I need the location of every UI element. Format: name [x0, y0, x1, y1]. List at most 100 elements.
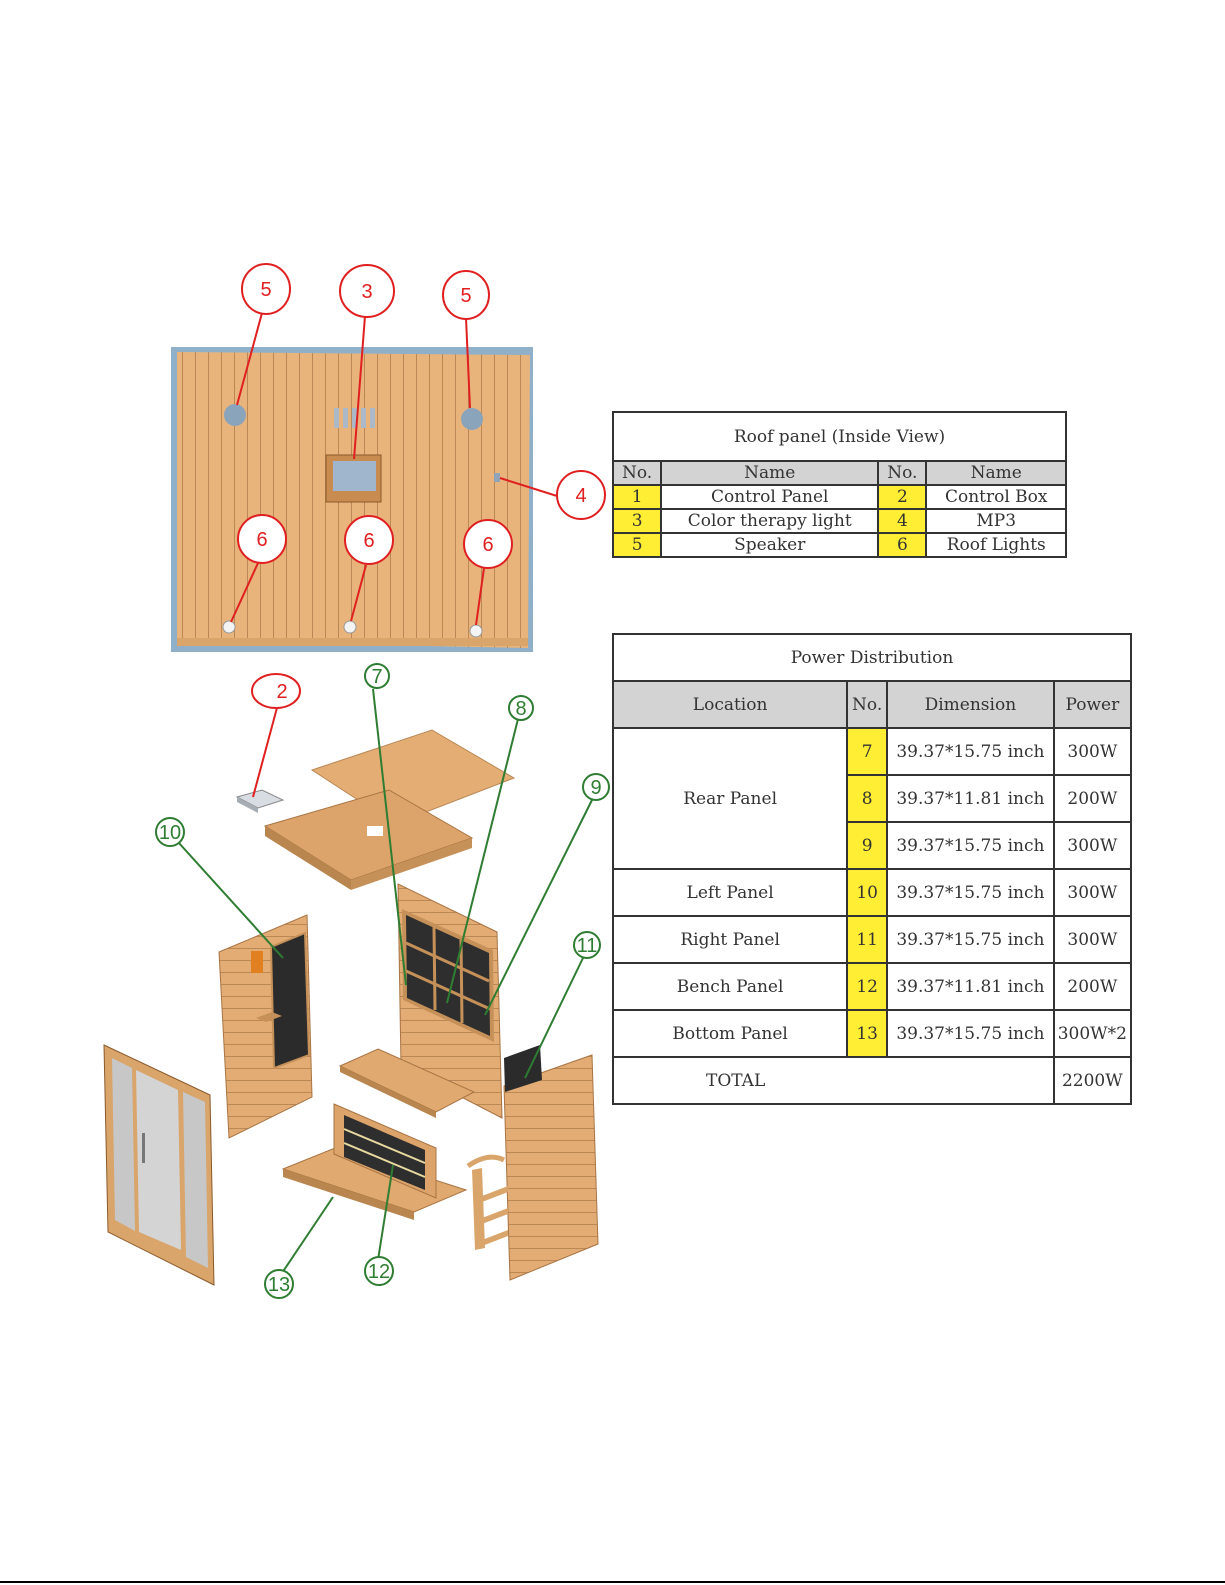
green-leader-lines [168, 688, 593, 1274]
red-leader-lines [230, 312, 558, 798]
exploded-view-image [103, 729, 599, 1286]
panel-power: 300W [1052, 821, 1133, 870]
item-name: MP3 [925, 508, 1067, 534]
callout-5-right: 5 [442, 270, 490, 320]
table-row: 1 Control Panel 2 Control Box [611, 484, 1067, 510]
panel-power: 300W [1052, 915, 1133, 964]
power-distribution-table: Power Distribution Location No. Dimensio… [611, 633, 1133, 1105]
control-box-icon [235, 789, 285, 813]
roof-panel-table: Roof panel (Inside View) No. Name No. Na… [611, 411, 1067, 558]
svg-text:6: 6 [256, 529, 267, 551]
panel-dimension: 39.37*11.81 inch [886, 774, 1055, 823]
door-image [103, 1044, 215, 1286]
callout-8: 8 [508, 695, 534, 721]
callout-3: 3 [339, 264, 395, 318]
table-row: Bench Panel 12 39.37*11.81 inch 200W [611, 962, 1133, 1011]
svg-text:6: 6 [363, 530, 374, 552]
panel-dimension: 39.37*15.75 inch [886, 868, 1055, 917]
svg-text:10: 10 [159, 822, 181, 844]
table-row: 5 Speaker 6 Roof Lights [611, 532, 1067, 558]
panel-dimension: 39.37*15.75 inch [886, 915, 1055, 964]
roof-table-title: Roof panel (Inside View) [612, 411, 1067, 462]
svg-text:7: 7 [371, 666, 382, 688]
roof-light-icon [222, 620, 236, 634]
header-name: Name [925, 460, 1067, 486]
header-name: Name [660, 460, 880, 486]
svg-text:3: 3 [361, 281, 372, 303]
roof-light-icon [343, 620, 357, 634]
panel-number: 7 [846, 727, 889, 776]
table-row: 3 Color therapy light 4 MP3 [611, 508, 1067, 534]
callout-12: 12 [364, 1256, 394, 1286]
svg-text:5: 5 [260, 279, 271, 301]
table-row: 8 39.37*11.81 inch 200W [613, 774, 1133, 823]
callout-10: 10 [155, 817, 185, 847]
roof-panel-image [171, 347, 533, 652]
item-number: 4 [877, 508, 928, 534]
speaker-right-icon [461, 408, 483, 430]
total-row: TOTAL 2200W [612, 1056, 1133, 1105]
header-no: No. [611, 460, 663, 486]
power-table-title: Power Distribution [612, 633, 1132, 682]
panel-number: 9 [846, 821, 889, 870]
svg-text:8: 8 [515, 698, 526, 720]
panel-location: Right Panel [611, 915, 849, 964]
callout-6-right: 6 [463, 519, 513, 569]
item-number: 2 [877, 484, 928, 510]
item-number: 1 [611, 484, 663, 510]
panel-power: 200W [1052, 774, 1133, 823]
control-panel-icon [251, 951, 263, 973]
item-number: 5 [611, 532, 663, 558]
callout-2: 2 [251, 673, 301, 709]
item-name: Control Box [925, 484, 1067, 510]
panel-location: Bench Panel [611, 962, 849, 1011]
item-name: Speaker [660, 532, 880, 558]
item-name: Control Panel [660, 484, 880, 510]
panel-location: Left Panel [611, 868, 849, 917]
panel-power: 300W*2 [1052, 1009, 1133, 1058]
callout-9: 9 [582, 773, 610, 801]
panel-location: Bottom Panel [611, 1009, 849, 1058]
item-name: Roof Lights [925, 532, 1067, 558]
panel-dimension: 39.37*11.81 inch [886, 962, 1055, 1011]
panel-power: 300W [1052, 868, 1133, 917]
callout-5-left: 5 [241, 263, 291, 315]
table-row: Rear Panel 7 39.37*15.75 inch 300W [611, 727, 1133, 870]
color-therapy-light-icon [333, 461, 376, 491]
panel-power: 300W [1052, 727, 1133, 776]
panel-number: 10 [846, 868, 889, 917]
header-location: Location [611, 680, 849, 729]
panel-number: 12 [846, 962, 889, 1011]
location-rear-panel: Rear Panel [611, 727, 849, 870]
panel-number: 8 [846, 774, 889, 823]
panel-dimension: 39.37*15.75 inch [886, 727, 1055, 776]
speaker-left-icon [224, 404, 246, 426]
table-row: Left Panel 10 39.37*15.75 inch 300W [611, 868, 1133, 917]
svg-text:9: 9 [590, 777, 601, 799]
panel-number: 11 [846, 915, 889, 964]
table-row: Right Panel 11 39.37*15.75 inch 300W [611, 915, 1133, 964]
item-number: 6 [877, 532, 928, 558]
header-no: No. [877, 460, 928, 486]
header-no: No. [846, 680, 889, 729]
callout-11: 11 [573, 931, 601, 959]
callout-6-center: 6 [344, 515, 394, 565]
item-name: Color therapy light [660, 508, 880, 534]
vent-icon [334, 408, 375, 428]
svg-text:12: 12 [368, 1261, 390, 1283]
header-power: Power [1052, 680, 1133, 729]
callout-7: 7 [364, 663, 390, 689]
roof-light-icon [469, 624, 483, 638]
item-number: 3 [611, 508, 663, 534]
svg-text:6: 6 [482, 534, 493, 556]
table-row: Bottom Panel 13 39.37*15.75 inch 300W*2 [611, 1009, 1133, 1058]
panel-dimension: 39.37*15.75 inch [886, 821, 1055, 870]
panel-number: 13 [846, 1009, 889, 1058]
callout-13: 13 [264, 1269, 294, 1299]
svg-text:13: 13 [268, 1274, 290, 1296]
svg-text:5: 5 [460, 285, 471, 307]
mp3-icon [494, 473, 500, 482]
table-row: 9 39.37*15.75 inch 300W [613, 821, 1133, 870]
panel-dimension: 39.37*15.75 inch [886, 1009, 1055, 1058]
